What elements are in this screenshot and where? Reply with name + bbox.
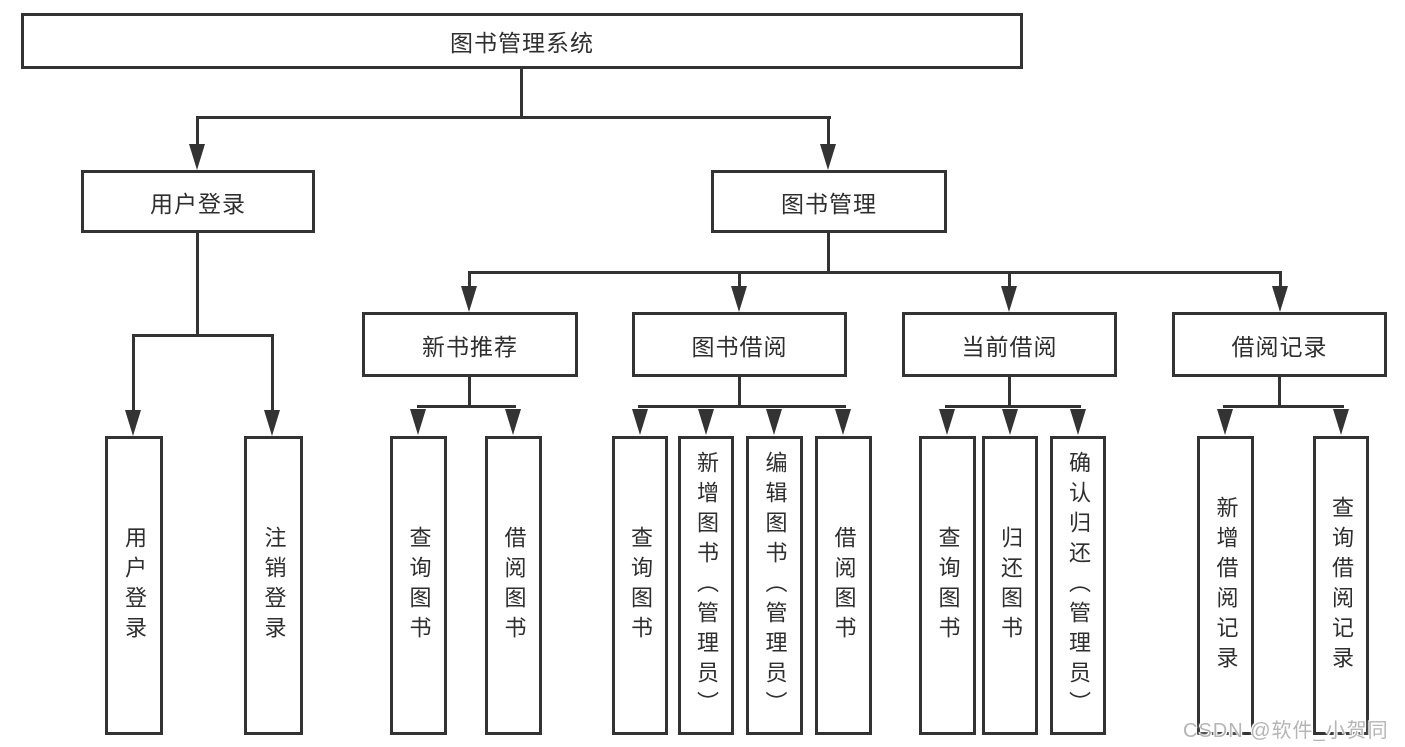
connector-line	[271, 336, 274, 412]
connector-line	[468, 271, 1282, 274]
connector-line	[132, 336, 135, 412]
connector-arrow	[125, 410, 141, 436]
connector-arrow	[698, 409, 714, 435]
connector-line	[1279, 273, 1282, 288]
leaf-user-login-label: 用户登录	[122, 525, 147, 646]
node-new-book-recommend-label: 新书推荐	[422, 333, 518, 360]
connector-arrow	[1333, 409, 1349, 435]
connector-arrow	[1070, 409, 1086, 435]
node-root: 图书管理系统	[21, 13, 1023, 69]
connector-line	[520, 69, 523, 118]
leaf-nb-borrow-books-label: 借阅图书	[501, 525, 527, 646]
leaf-bb-edit-books: 编辑图书（管理员）	[746, 436, 803, 735]
leaf-nb-borrow-books: 借阅图书	[485, 436, 542, 735]
connector-arrow	[939, 409, 955, 435]
csdn-watermark: CSDN @软件_小贺同学	[1183, 720, 1389, 742]
leaf-br-add-record: 新增借阅记录	[1197, 436, 1254, 735]
node-borrow-records-label: 借阅记录	[1231, 333, 1328, 360]
connector-line	[417, 405, 516, 408]
leaf-bb-query-books-label: 查询图书	[628, 525, 653, 646]
connector-arrow	[264, 410, 280, 436]
leaf-br-query-record: 查询借阅记录	[1313, 436, 1369, 735]
connector-arrow	[1272, 286, 1288, 312]
connector-line	[827, 233, 830, 274]
leaf-logout-label: 注销登录	[261, 525, 287, 646]
connector-arrow	[766, 409, 782, 435]
connector-line	[196, 233, 199, 336]
leaf-bb-edit-books-label: 编辑图书（管理员）	[762, 450, 788, 721]
node-book-management-label: 图书管理	[781, 190, 877, 217]
connector-line	[196, 116, 831, 119]
leaf-cb-query-books-label: 查询图书	[935, 525, 961, 646]
leaf-cb-return-books: 归还图书	[982, 436, 1038, 735]
node-user-login: 用户登录	[81, 170, 315, 233]
node-current-borrow-label: 当前借阅	[961, 333, 1058, 360]
node-new-book-recommend: 新书推荐	[362, 312, 578, 377]
node-book-borrow: 图书借阅	[632, 312, 847, 377]
connector-arrow	[1217, 409, 1233, 435]
connector-arrow	[461, 286, 477, 312]
leaf-cb-confirm-return: 确认归还（管理员）	[1050, 436, 1106, 735]
connector-line	[738, 273, 741, 288]
leaf-logout: 注销登录	[244, 436, 303, 735]
leaf-bb-borrow-books-label: 借阅图书	[831, 525, 857, 646]
leaf-br-query-record-label: 查询借阅记录	[1329, 495, 1354, 676]
leaf-br-add-record-label: 新增借阅记录	[1213, 495, 1239, 676]
connector-arrow	[835, 409, 851, 435]
leaf-nb-query-books-label: 查询图书	[406, 525, 432, 646]
connector-arrow	[632, 409, 648, 435]
leaf-bb-query-books: 查询图书	[612, 436, 668, 735]
connector-line	[638, 405, 846, 408]
leaf-bb-add-books: 新增图书（管理员）	[678, 436, 734, 735]
node-root-label: 图书管理系统	[450, 30, 594, 56]
leaf-bb-add-books-label: 新增图书（管理员）	[694, 450, 719, 721]
connector-arrow	[189, 144, 205, 170]
node-user-login-label: 用户登录	[150, 190, 246, 217]
leaf-cb-confirm-return-label: 确认归还（管理员）	[1066, 450, 1091, 721]
connector-arrow	[1001, 286, 1017, 312]
connector-arrow	[731, 286, 747, 312]
leaf-bb-borrow-books: 借阅图书	[815, 436, 872, 735]
node-book-borrow-label: 图书借阅	[691, 333, 788, 360]
connector-line	[1008, 377, 1011, 407]
connector-arrow	[410, 409, 426, 435]
connector-line	[132, 334, 274, 337]
connector-arrow	[820, 144, 836, 170]
connector-line	[738, 377, 741, 407]
connector-line	[468, 273, 471, 288]
node-current-borrow: 当前借阅	[902, 312, 1117, 377]
connector-line	[1278, 377, 1281, 407]
leaf-nb-query-books: 查询图书	[390, 436, 447, 735]
connector-arrow	[505, 409, 521, 435]
connector-line	[945, 405, 1081, 408]
connector-line	[1008, 273, 1011, 288]
node-borrow-records: 借阅记录	[1172, 312, 1387, 377]
node-book-management: 图书管理	[711, 170, 947, 233]
connector-arrow	[1002, 409, 1018, 435]
leaf-cb-query-books: 查询图书	[919, 436, 976, 735]
connector-line	[1223, 405, 1344, 408]
connector-line	[468, 377, 471, 407]
leaf-user-login: 用户登录	[105, 436, 163, 735]
leaf-cb-return-books-label: 归还图书	[998, 525, 1023, 646]
connector-line	[827, 118, 830, 148]
connector-line	[196, 118, 199, 148]
